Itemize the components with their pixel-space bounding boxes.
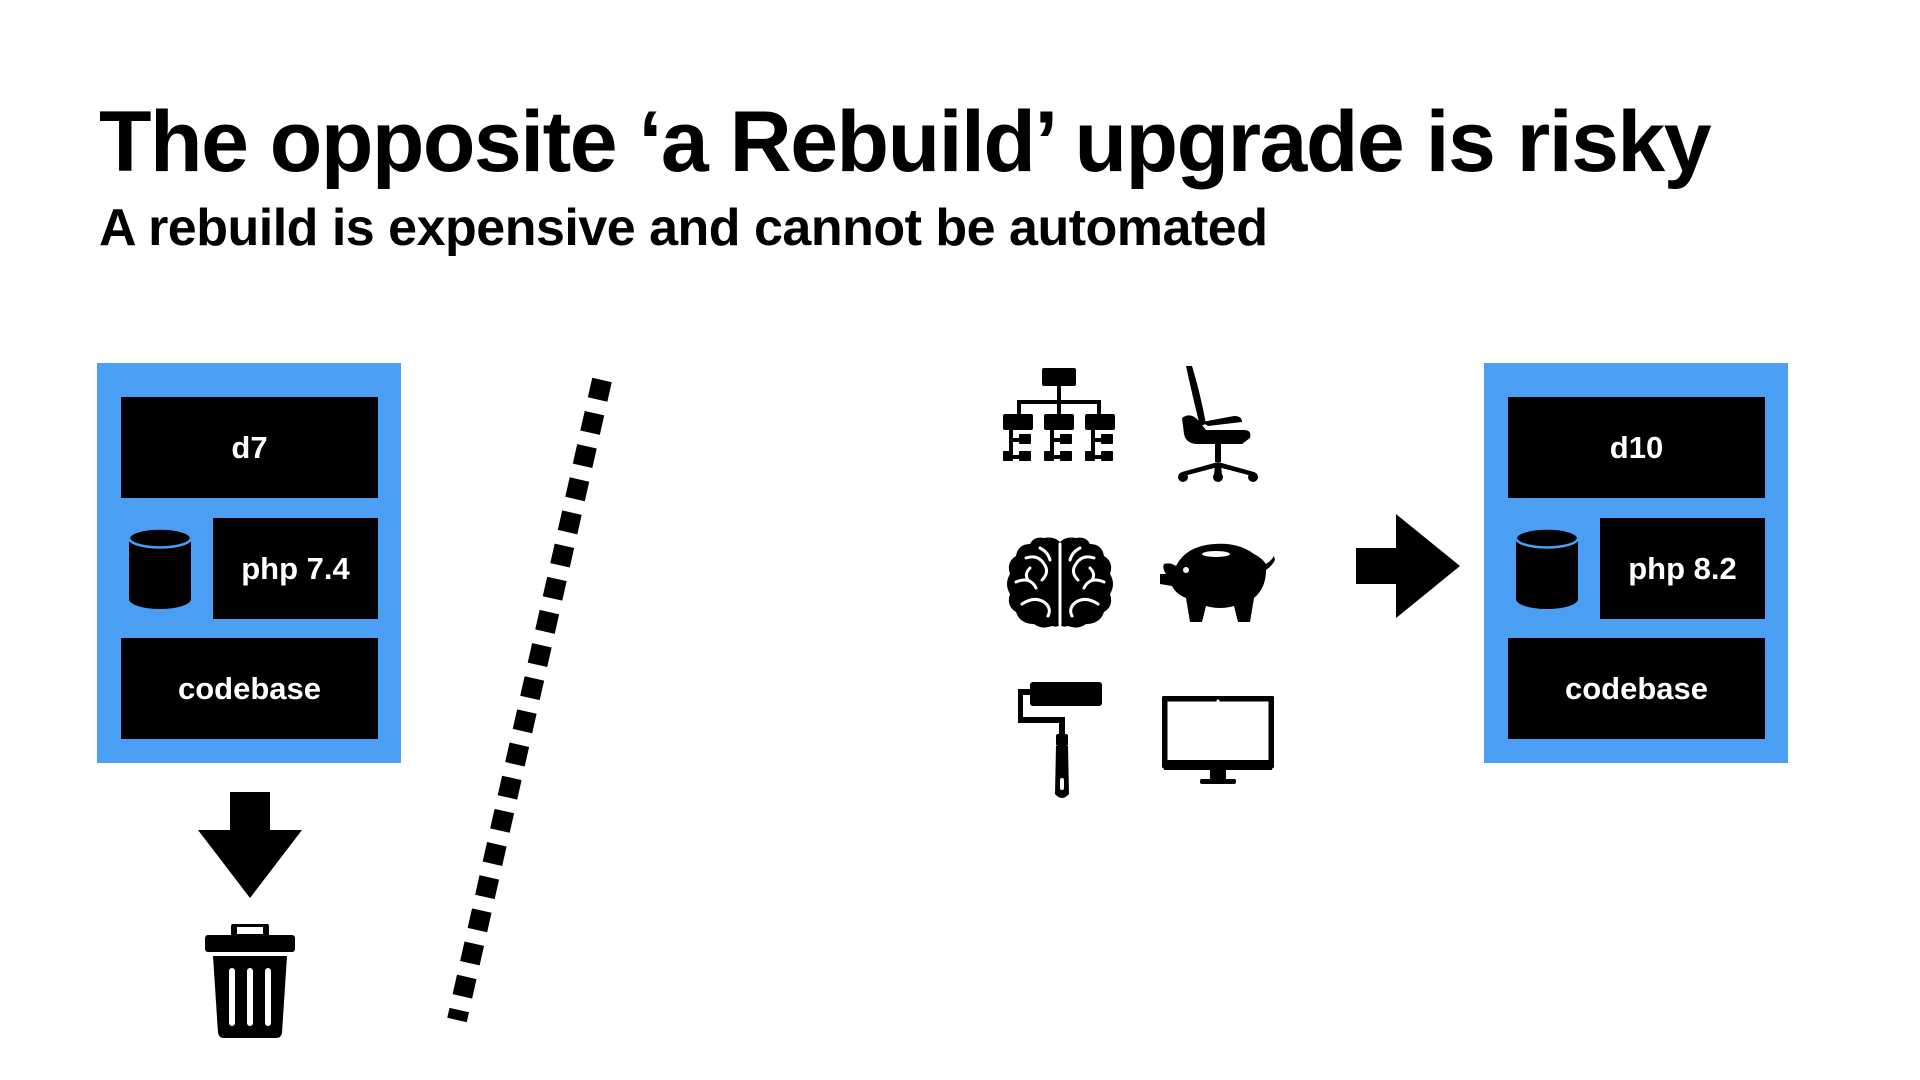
new-stack: d10 php 8.2 codebase [1484, 363, 1788, 763]
new-drupal-version: d10 [1508, 397, 1765, 498]
monitor-icon [1162, 696, 1274, 784]
piggy-bank-icon [1160, 543, 1275, 622]
old-php-version: php 7.4 [213, 518, 378, 619]
old-stack: d7 php 7.4 codebase [97, 363, 401, 763]
new-php-version: php 8.2 [1600, 518, 1765, 619]
old-drupal-version: d7 [121, 397, 378, 498]
paint-roller-icon [1018, 682, 1102, 798]
new-codebase: codebase [1508, 638, 1765, 739]
brain-icon [1007, 537, 1113, 628]
trash-can-icon [205, 924, 295, 1038]
slide-subtitle: A rebuild is expensive and cannot be aut… [99, 199, 1268, 257]
old-codebase: codebase [121, 638, 378, 739]
database-icon [1514, 527, 1580, 609]
slide-title: The opposite ‘a Rebuild’ upgrade is risk… [99, 94, 1712, 190]
office-chair-icon [1178, 366, 1258, 482]
arrow-right-icon [1356, 514, 1460, 618]
database-icon [127, 527, 193, 609]
sitemap-icon [1003, 368, 1115, 461]
arrow-down-icon [198, 792, 302, 898]
